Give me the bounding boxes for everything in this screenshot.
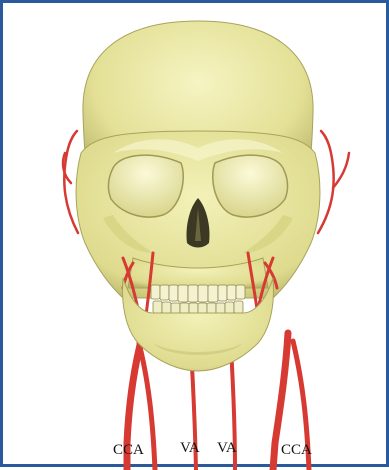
label-cca-left: CCA [113,443,144,458]
label-cca-right: CCA [281,443,312,458]
skull-arteries-illustration [3,3,389,470]
label-va-right: VA [217,441,237,456]
right-orbit [213,155,288,217]
label-va-left: VA [180,441,200,456]
left-orbit [109,155,184,217]
upper-teeth [151,285,245,302]
